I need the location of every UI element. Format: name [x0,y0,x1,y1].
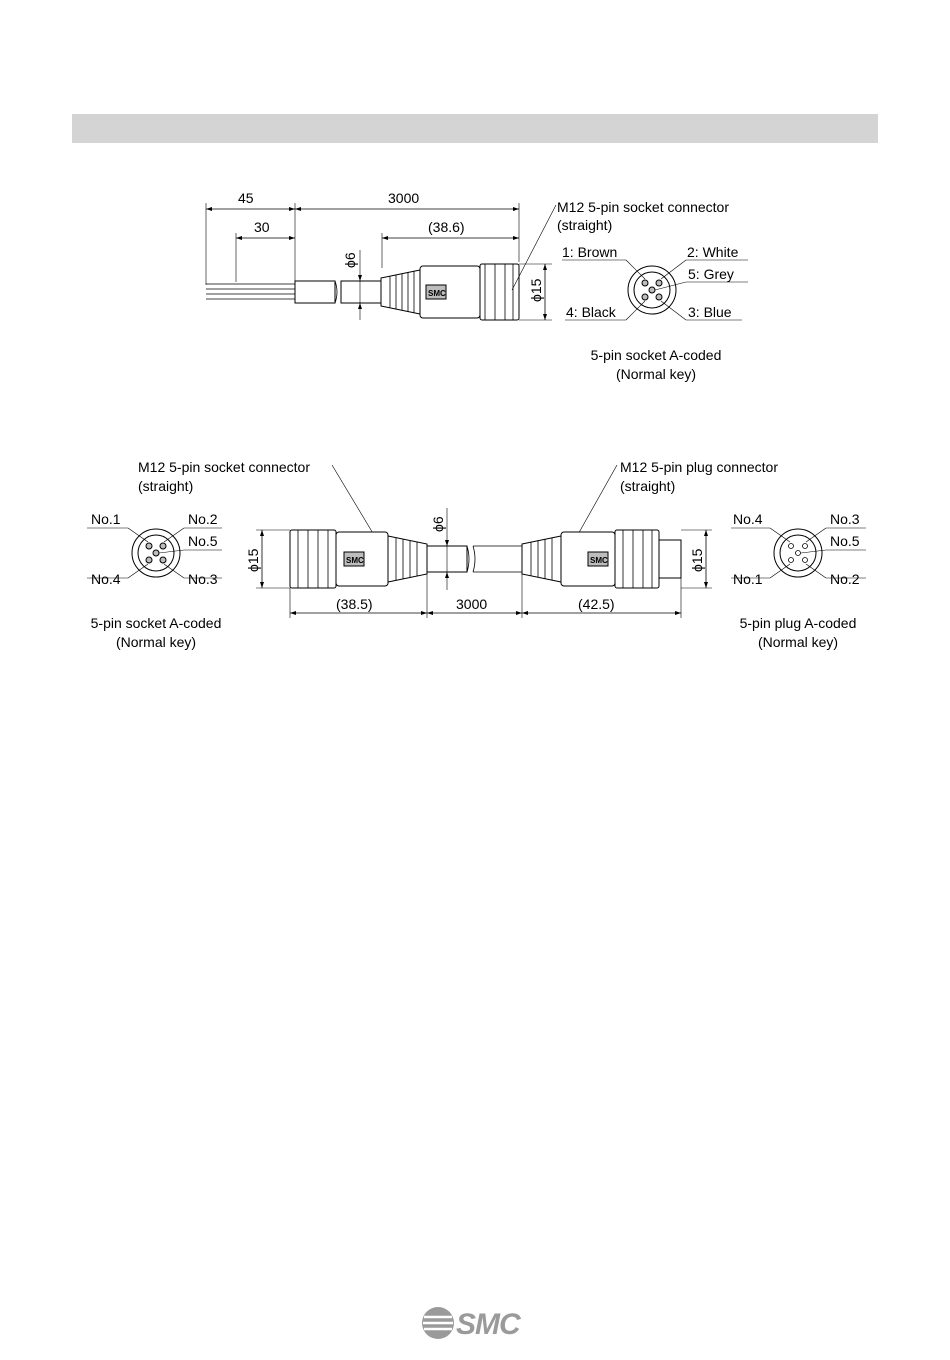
smc-logo-text: SMC [456,1308,522,1341]
dim-connector-dia: ϕ15 [528,278,544,302]
dim-cable-dia: ϕ6 [342,252,358,268]
smc-logo-icon [422,1307,454,1339]
dim-socket-len: (38.5) [336,596,373,612]
cable2-drawing: M12 5-pin socket connector (straight) M1… [87,459,866,650]
socket-no4-label: No.4 [91,571,121,587]
plug-brand-mark: SMC [590,556,608,565]
socket-caption-line1: 5-pin socket A-coded [91,615,222,631]
plug-label-line1: M12 5-pin plug connector [620,459,778,475]
plug-caption-line1: 5-pin plug A-coded [740,615,857,631]
socket-caption-line2: (Normal key) [116,634,196,650]
face-caption-line2: (Normal key) [616,366,696,382]
plug-caption-line2: (Normal key) [758,634,838,650]
dim-total-strip: 45 [238,190,254,206]
dim-right-dia: ϕ15 [689,548,705,572]
smc-logo: SMC [422,1307,523,1341]
socket-label-line2: (straight) [138,478,193,494]
dim-length: 3000 [388,190,419,206]
plug-no5-label: No.5 [830,533,860,549]
plug-no4-label: No.4 [733,511,763,527]
pin-5-label: 5: Grey [688,266,734,282]
pin-1-label: 1: Brown [562,244,617,260]
cable1-pin-face [562,259,748,321]
plug-label-line2: (straight) [620,478,675,494]
socket-no2-label: No.2 [188,511,218,527]
socket-brand-mark: SMC [346,556,364,565]
socket-no5-label: No.5 [188,533,218,549]
connector-label-line1: M12 5-pin socket connector [557,199,729,215]
socket-label-line1: M12 5-pin socket connector [138,459,310,475]
dim-left-dia: ϕ15 [245,548,261,572]
brand-mark: SMC [428,289,446,298]
face-caption-line1: 5-pin socket A-coded [591,347,722,363]
dim-strip: 30 [254,219,270,235]
pin-4-label: 4: Black [566,304,617,320]
plug-no1-label: No.1 [733,571,763,587]
plug-pin-face [731,527,866,579]
dim-length: 3000 [456,596,487,612]
pin-3-label: 3: Blue [688,304,732,320]
section-header-bar [72,114,878,143]
cable1-drawing: 45 3000 30 (38.6) ϕ6 SMC [205,190,748,382]
connector-label-line2: (straight) [557,217,612,233]
socket-no1-label: No.1 [91,511,121,527]
plug-no2-label: No.2 [830,571,860,587]
dim-plug-len: (42.5) [578,596,615,612]
socket-no3-label: No.3 [188,571,218,587]
pin-2-label: 2: White [687,244,739,260]
socket-pin-face [87,527,222,579]
dim-connector: (38.6) [428,219,465,235]
dim-cable-dia: ϕ6 [430,516,446,532]
plug-no3-label: No.3 [830,511,860,527]
